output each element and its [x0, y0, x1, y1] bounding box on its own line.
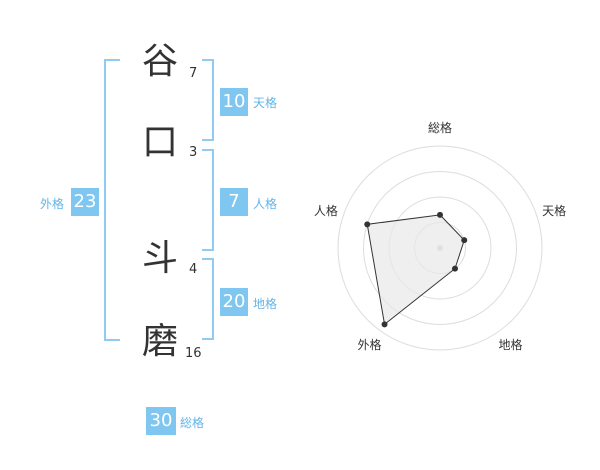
radar-axis-label-4: 人格 — [314, 203, 338, 218]
radar-point-2 — [451, 265, 458, 272]
stroke-count-4: 16 — [185, 346, 202, 361]
radar-point-1 — [461, 237, 468, 244]
stroke-count-1: 7 — [189, 66, 198, 81]
gaikaku-value: 23 — [71, 188, 99, 216]
chikaku-label: 地格 — [253, 297, 278, 311]
jinkaku-label: 人格 — [253, 197, 278, 211]
soukaku-label: 総格 — [180, 416, 205, 430]
chikaku-bracket — [202, 258, 214, 340]
radar-data-area — [366, 214, 465, 326]
char-1: 谷 — [142, 41, 179, 82]
radar-axis-label-2: 地格 — [499, 337, 523, 352]
stroke-count-2: 3 — [189, 145, 198, 160]
radar-point-3 — [381, 321, 388, 328]
chikaku-value: 20 — [220, 288, 248, 316]
jinkaku-bracket — [202, 149, 214, 251]
stroke-count-3: 4 — [189, 262, 198, 277]
char-2: 口 — [142, 122, 179, 163]
tenkaku-value: 10 — [220, 88, 248, 116]
char-4: 磨 — [142, 321, 179, 362]
tenkaku-bracket — [202, 59, 214, 141]
soukaku-value: 30 — [146, 407, 176, 435]
radar-point-4 — [364, 221, 371, 228]
jinkaku-value: 7 — [220, 188, 248, 216]
radar-points — [364, 211, 468, 328]
radar-axis-label-0: 総格 — [428, 120, 452, 135]
gaikaku-label: 外格 — [40, 197, 65, 211]
radar-axis-label-1: 天格 — [542, 203, 566, 218]
radar-point-0 — [437, 211, 443, 218]
gaikaku-bracket — [104, 59, 120, 341]
tenkaku-label: 天格 — [253, 96, 278, 110]
radar-axis-label-3: 外格 — [357, 337, 381, 352]
char-3: 斗 — [142, 238, 179, 279]
